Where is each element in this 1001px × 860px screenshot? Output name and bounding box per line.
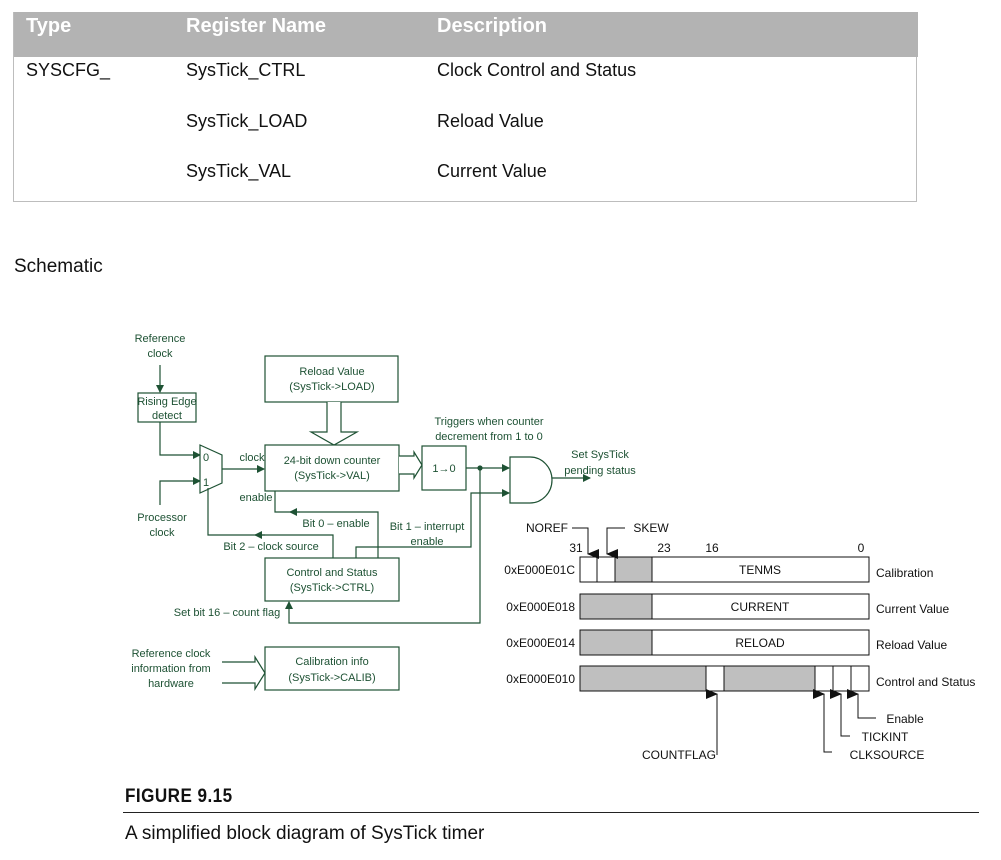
label: enable: [410, 536, 443, 548]
label: clock: [149, 527, 175, 539]
cell-register-name: SysTick_LOAD: [186, 111, 308, 131]
label: Set SysTick: [571, 449, 629, 461]
enable-label: Enable: [886, 712, 924, 726]
label: Reference: [135, 333, 186, 345]
noref-label: NOREF: [526, 521, 568, 535]
label: clock: [239, 452, 265, 464]
register-field: RELOAD: [735, 636, 785, 650]
label: Calibration info: [295, 656, 368, 668]
label: Reload Value: [299, 366, 364, 378]
label: Bit 1 – interrupt: [390, 521, 465, 533]
label: Set bit 16 – count flag: [174, 607, 280, 619]
label: Bit 0 – enable: [302, 518, 369, 530]
reload-value-box: [264, 355, 399, 403]
reload-hollow-arrow: [308, 402, 360, 446]
label: Reference clock: [132, 648, 211, 660]
skew-label: SKEW: [633, 521, 669, 535]
label: 0: [203, 452, 209, 464]
figure-number: FIGURE 9.15: [125, 786, 233, 807]
header-type: Type: [26, 15, 72, 37]
section-title: Schematic: [14, 256, 103, 277]
cell-type: SYSCFG_: [26, 60, 111, 80]
header-description: Description: [437, 15, 548, 37]
label: detect: [152, 410, 182, 422]
register-field: CURRENT: [731, 600, 790, 614]
label: 24-bit down counter: [284, 455, 381, 467]
label: clock: [147, 348, 173, 360]
bit-label: 16: [705, 541, 719, 555]
label: enable: [239, 492, 272, 504]
register-field: TENMS: [739, 563, 781, 577]
countflag-label: COUNTFLAG: [642, 748, 716, 762]
label: Control and Status: [286, 567, 378, 579]
cell-description: Current Value: [437, 161, 547, 181]
register-label: Control and Status: [876, 675, 975, 689]
label: Triggers when counter: [434, 416, 543, 428]
label: hardware: [148, 678, 194, 690]
cell-register-name: SysTick_CTRL: [186, 60, 306, 80]
multiplexer: [199, 444, 223, 494]
clksource-label: CLKSOURCE: [850, 748, 925, 762]
label: decrement from 1 to 0: [435, 431, 543, 443]
cell-register-name: SysTick_VAL: [186, 161, 292, 181]
register-address: 0xE000E010: [506, 672, 575, 686]
figure-caption: A simplified block diagram of SysTick ti…: [125, 823, 485, 844]
divider: [123, 812, 979, 813]
label: (SysTick->CALIB): [288, 672, 375, 684]
label: (SysTick->CTRL): [290, 582, 374, 594]
bit-label: 23: [657, 541, 671, 555]
table-header: Type Register Name Description: [14, 12, 918, 57]
register-label: Calibration: [876, 566, 933, 580]
register-address: 0xE000E01C: [504, 563, 575, 577]
label: 1→0: [432, 463, 455, 475]
register-label: Current Value: [876, 602, 949, 616]
bit-label: 0: [858, 541, 865, 555]
control-status-box: [264, 557, 400, 602]
label: Processor: [137, 512, 187, 524]
header-register-name: Register Name: [186, 15, 327, 37]
rising-edge-box: [137, 392, 197, 423]
register-table: Type Register Name Description SYSCFG_ S…: [13, 12, 918, 202]
counter-box: [264, 444, 400, 492]
label: (SysTick->VAL): [294, 470, 369, 482]
bit-label: 31: [569, 541, 583, 555]
label: pending status: [564, 465, 636, 477]
register-label: Reload Value: [876, 638, 947, 652]
label: information from: [131, 663, 210, 675]
and-gate: [509, 456, 553, 504]
cell-description: Clock Control and Status: [437, 60, 637, 80]
register-map: [572, 527, 876, 755]
register-address: 0xE000E014: [506, 636, 575, 650]
calibration-box: [264, 646, 400, 691]
cell-description: Reload Value: [437, 111, 544, 131]
label: Rising Edge: [137, 396, 196, 408]
register-address: 0xE000E018: [506, 600, 575, 614]
label: (SysTick->LOAD): [289, 381, 374, 393]
label: 1: [203, 477, 209, 489]
label: Bit 2 – clock source: [223, 541, 318, 553]
tickint-label: TICKINT: [862, 730, 909, 744]
